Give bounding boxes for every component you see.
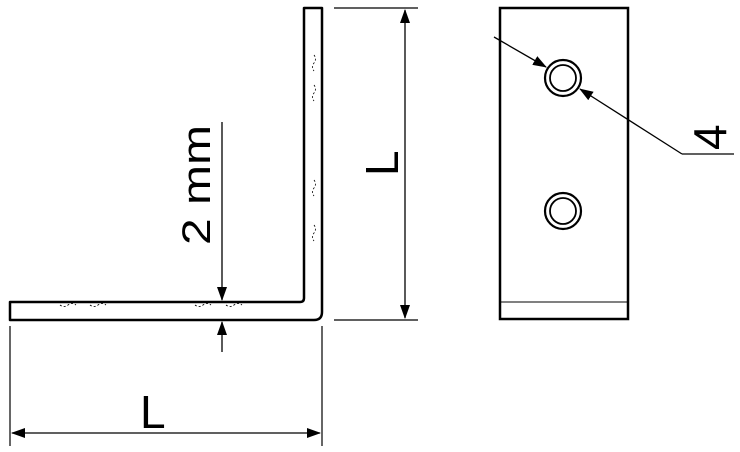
thickness-label: 2 mm bbox=[175, 125, 219, 245]
width-label: L bbox=[140, 386, 166, 438]
bracket-profile bbox=[8, 6, 324, 322]
plate-outline bbox=[498, 6, 630, 321]
hole-label: 4 bbox=[684, 124, 736, 150]
hole-bottom bbox=[543, 191, 583, 231]
height-label: L bbox=[356, 150, 408, 176]
front-view: 4 bbox=[493, 6, 736, 321]
hole-leader bbox=[579, 88, 683, 155]
break-marks bbox=[59, 54, 316, 307]
hole-top bbox=[543, 58, 583, 98]
side-view: 2 mm L L bbox=[8, 6, 418, 446]
hole-arrow-in bbox=[493, 36, 547, 68]
